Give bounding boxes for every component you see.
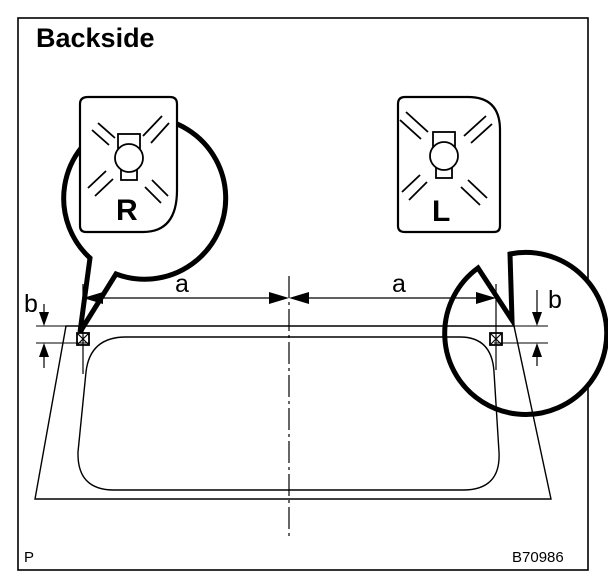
callout-bubble-l <box>442 249 608 417</box>
dimension-a-left-label: a <box>175 270 189 298</box>
callout-left-bracket: L <box>396 95 608 417</box>
dimension-b-right <box>532 290 542 366</box>
dimension-a-left <box>83 292 289 304</box>
bracket-letter-r: R <box>116 194 138 227</box>
dimension-b-right-label: b <box>548 286 562 314</box>
dimension-b-left <box>39 304 49 368</box>
bracket-cross-r <box>87 115 170 204</box>
figure-code: B70986 <box>512 549 564 566</box>
dimension-a-right-label: a <box>392 270 406 298</box>
corner-label-p: P <box>24 549 34 566</box>
dimension-a-right <box>289 292 496 304</box>
callout-right-bracket: R <box>61 95 229 334</box>
dimension-b-left-label: b <box>24 290 38 318</box>
bracket-letter-l: L <box>432 195 450 228</box>
bracket-cross-l <box>399 111 493 206</box>
figure-title: Backside <box>36 23 155 53</box>
